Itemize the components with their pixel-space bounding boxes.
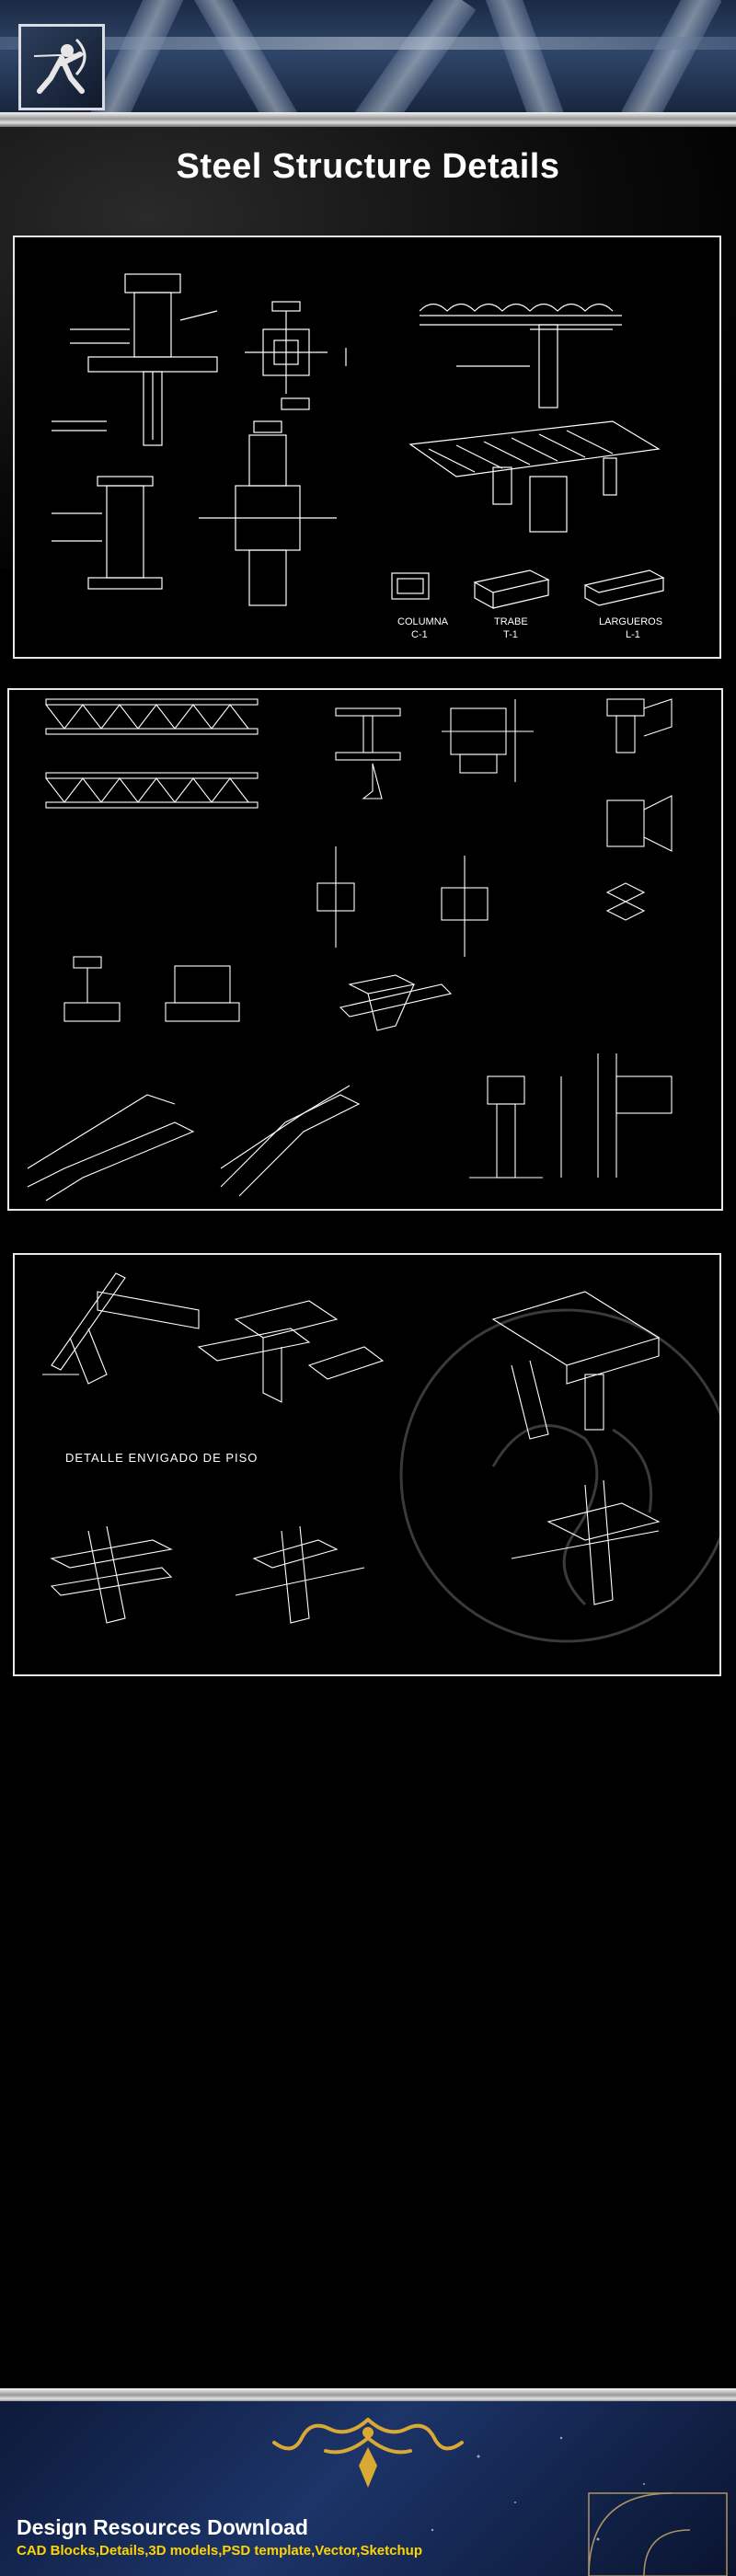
floor-framing-detail-drawing: DETALLE ENVIGADO DE PISO	[42, 1272, 719, 1643]
cad-panel-1: COLUMNA C-1 TRABE T-1 LARGUEROS L-1	[13, 236, 721, 659]
label-largueros-code: L-1	[626, 629, 640, 640]
cad-panel-3: DETALLE ENVIGADO DE PISO	[13, 1253, 721, 1676]
header-banner	[0, 0, 736, 118]
steel-joist-connection-drawing	[27, 698, 673, 1202]
label-largueros: LARGUEROS	[599, 616, 662, 627]
footer-title: Design Resources Download	[17, 2515, 308, 2539]
header-divider	[0, 112, 736, 127]
label-detalle-envigado: DETALLE ENVIGADO DE PISO	[65, 1451, 258, 1465]
label-trabe-code: T-1	[503, 629, 518, 640]
gold-scroll-ornament-icon	[272, 2418, 464, 2488]
steel-column-detail-drawing: COLUMNA C-1 TRABE T-1 LARGUEROS L-1	[52, 273, 665, 640]
label-trabe: TRABE	[494, 616, 528, 627]
footer-subtitle: CAD Blocks,Details,3D models,PSD templat…	[17, 2543, 422, 2559]
label-columna-code: C-1	[411, 629, 428, 640]
archer-logo-icon[interactable]	[18, 24, 105, 110]
page-title: Steel Structure Details	[176, 147, 560, 186]
label-columna: COLUMNA	[397, 616, 449, 627]
cad-panel-2	[7, 688, 723, 1211]
footer-divider	[0, 2388, 736, 2403]
